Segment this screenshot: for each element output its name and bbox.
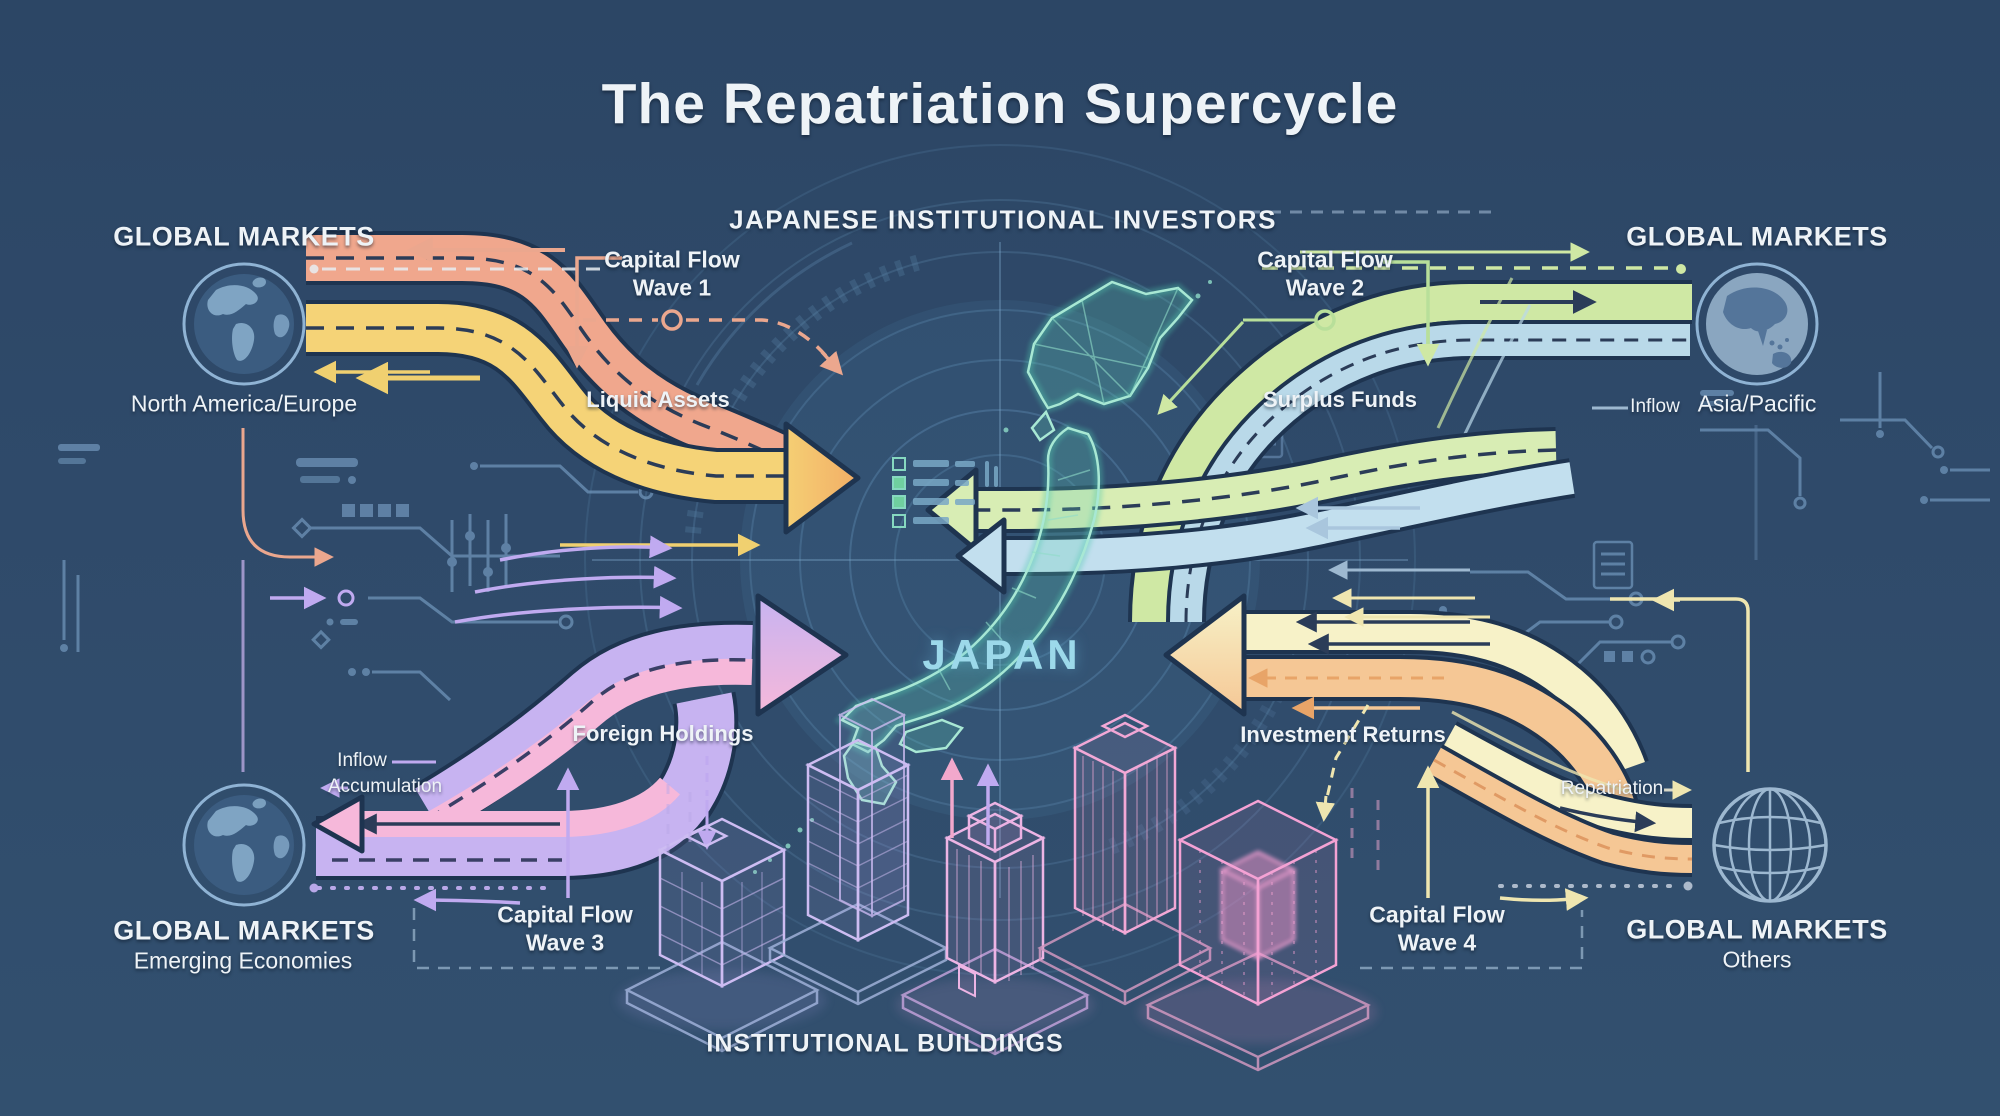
bottom-right-heading: GLOBAL MARKETS <box>1626 914 1888 945</box>
top-right-heading: GLOBAL MARKETS <box>1626 221 1888 252</box>
wave4-line1: Capital Flow <box>1369 901 1505 928</box>
top-left-heading: GLOBAL MARKETS <box>113 221 375 252</box>
building-4 <box>1037 713 1213 1006</box>
wave3-line1: Capital Flow <box>497 901 633 928</box>
buildings-label: INSTITUTIONAL BUILDINGS <box>706 1029 1064 1058</box>
globe-emerging-icon <box>182 783 306 907</box>
top-right-region: Asia/Pacific <box>1697 390 1817 417</box>
wave3-line2: Wave 3 <box>525 929 605 955</box>
wave3-label: Capital Flow Wave 3 <box>497 901 632 956</box>
bottom-left-region: Emerging Economies <box>133 947 353 974</box>
bottom-left-heading: GLOBAL MARKETS <box>113 915 375 946</box>
circuit-decorations-left <box>58 444 654 702</box>
top-left-region: North America/Europe <box>130 390 358 417</box>
wave4-sublabel: Investment Returns <box>1240 722 1446 747</box>
japan-map <box>753 277 1212 874</box>
wave3-sublabel: Foreign Holdings <box>572 721 754 746</box>
wave1-line1: Capital Flow <box>604 246 740 273</box>
building-5 <box>1145 799 1371 1072</box>
globe-wireframe-icon <box>1712 787 1828 903</box>
wave1-sublabel: Liquid Assets <box>586 387 730 412</box>
wave1-label: Capital Flow Wave 1 <box>604 246 739 301</box>
flow-wave3-arrows <box>270 535 849 912</box>
flow-wave1-arrows <box>306 250 861 557</box>
bottom-right-region: Others <box>1722 946 1792 973</box>
globe-north-america-icon <box>182 262 306 386</box>
page-title: The Repatriation Supercycle <box>601 72 1399 136</box>
flow-wave4-arrows <box>1163 560 1693 911</box>
globe-asia-pacific-icon <box>1695 262 1819 386</box>
document-icon <box>1592 540 1634 590</box>
investors-label: JAPANESE INSTITUTIONAL INVESTORS <box>729 204 1277 235</box>
building-3 <box>900 801 1090 1056</box>
checklist-icon <box>892 457 998 528</box>
repatriation-tag: Repatriation <box>1560 778 1664 799</box>
wave2-label: Capital Flow Wave 2 <box>1257 246 1392 301</box>
wave2-line1: Capital Flow <box>1257 246 1393 273</box>
flow-wave2-arrows <box>925 210 1692 622</box>
up-flow-arrows <box>940 757 1000 845</box>
wave1-line2: Wave 1 <box>632 274 712 300</box>
wave4-line2: Wave 4 <box>1397 929 1477 955</box>
wave4-label: Capital Flow Wave 4 <box>1369 901 1504 956</box>
inflow-right-tag: Inflow <box>1630 396 1680 417</box>
window-dash-columns <box>666 784 1380 870</box>
slider-icon <box>447 514 511 592</box>
institutional-buildings <box>617 697 1380 1072</box>
wave2-line2: Wave 2 <box>1285 274 1365 300</box>
building-2 <box>767 697 949 1006</box>
callout-lines <box>241 256 1750 970</box>
inflow-left-tag: Inflow <box>337 750 387 771</box>
wave2-sublabel: Surplus Funds <box>1263 387 1417 412</box>
accumulation-tag: Accumulation <box>327 776 443 797</box>
japan-label: JAPAN <box>922 631 1082 678</box>
